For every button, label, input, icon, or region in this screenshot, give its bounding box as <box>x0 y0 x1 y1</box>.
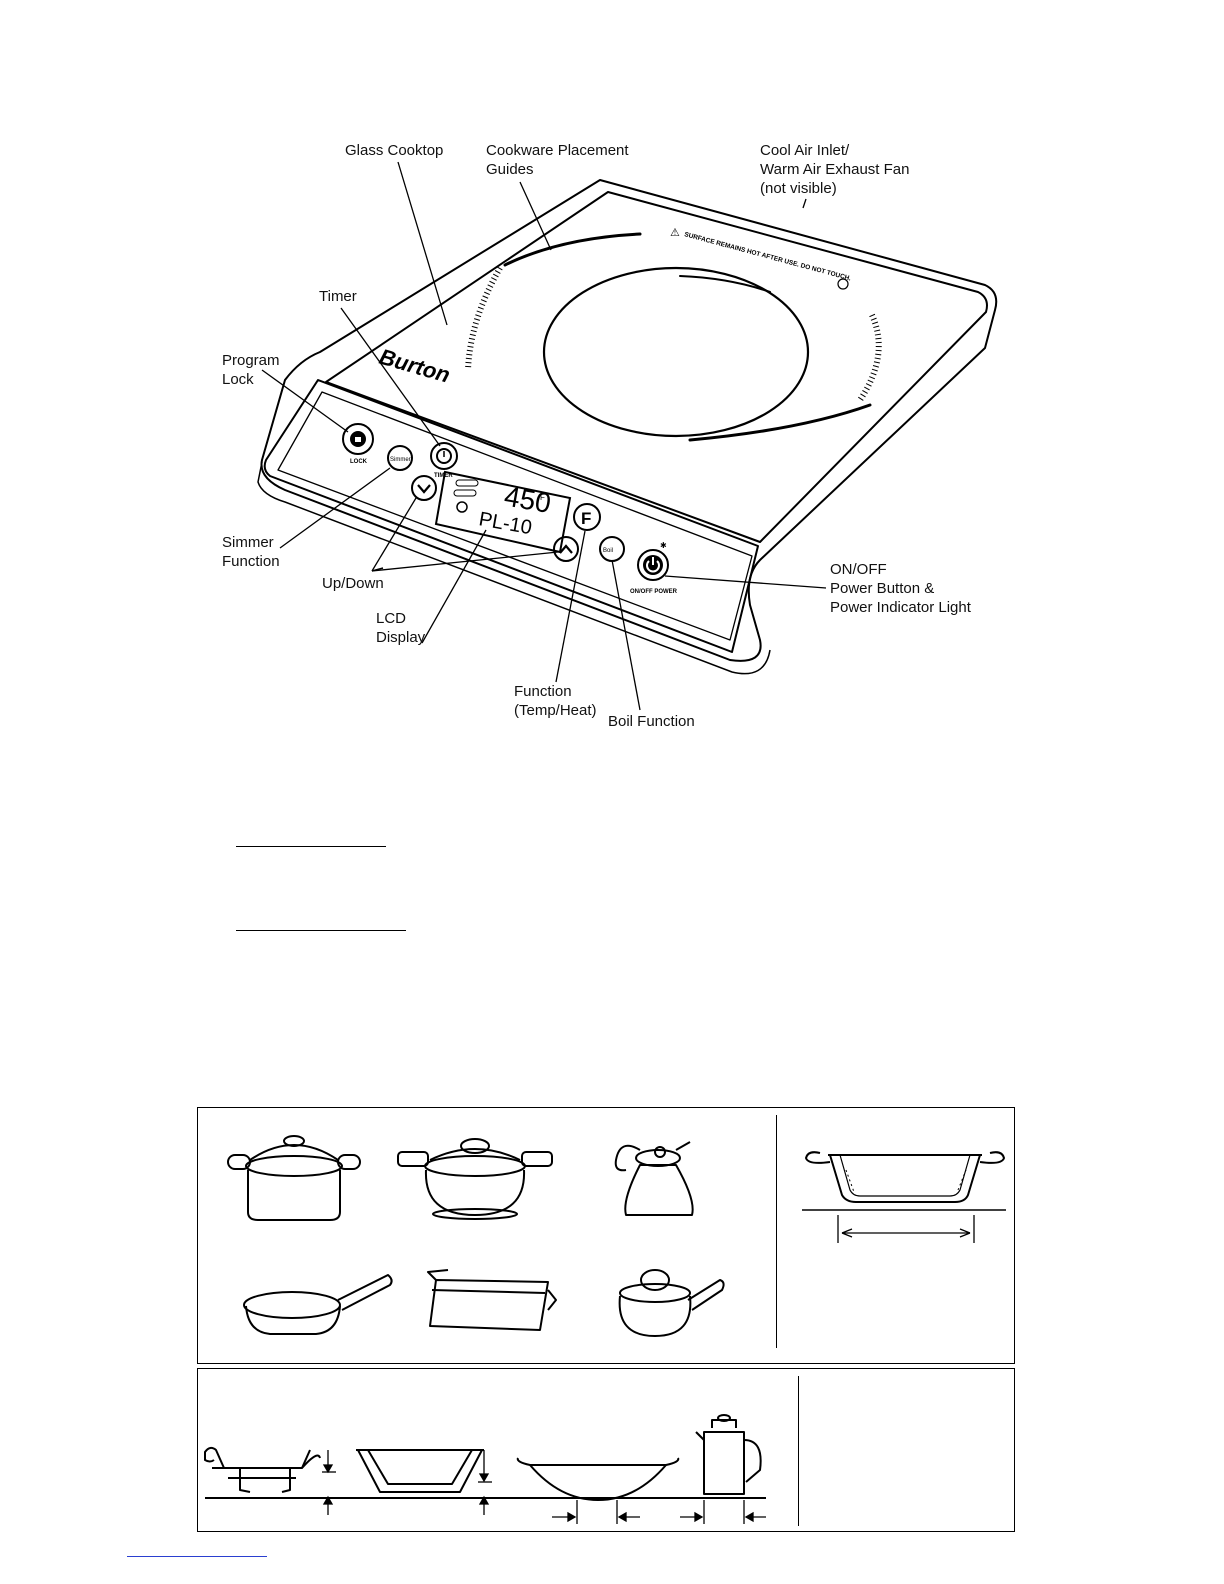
placement-guide-arc <box>503 232 642 267</box>
svg-text:F: F <box>581 509 591 528</box>
heading-rule <box>236 846 386 847</box>
lcd-display: 450 F PL-10 <box>434 470 572 554</box>
lcd-unit: F <box>540 493 545 502</box>
warning-text: SURFACE REMAINS HOT AFTER USE. DO NOT TO… <box>683 231 851 282</box>
callout-boil: Boil Function <box>608 713 695 730</box>
callout-timer: Timer <box>319 288 357 305</box>
heading-rule <box>236 930 406 931</box>
glass-top <box>325 191 988 543</box>
svg-text:⚠: ⚠ <box>670 227 680 239</box>
unsuitable-cookware-panel <box>197 1368 1015 1532</box>
boil-button[interactable]: Boil <box>599 536 625 562</box>
lock-label: LOCK <box>350 459 368 465</box>
callout-air-inlet: Cool Air Inlet/Warm Air Exhaust Fan(not … <box>760 142 910 197</box>
svg-text:Boil: Boil <box>603 548 613 554</box>
svg-text:✱: ✱ <box>660 541 667 550</box>
down-arrow-icon <box>417 484 431 494</box>
cooktop-body <box>260 179 998 662</box>
simmer-button[interactable]: Simmer <box>387 445 413 471</box>
function-button[interactable]: F <box>573 503 601 531</box>
timer-icon <box>436 448 452 464</box>
power-button[interactable]: ✱ ON/OFF POWER <box>630 541 678 595</box>
up-button[interactable] <box>553 536 579 562</box>
brand-logo: Burton <box>377 344 453 388</box>
lock-button[interactable]: LOCK <box>342 423 374 465</box>
suitable-cookware-panel <box>197 1107 1015 1364</box>
induction-cooktop-diagram: SURFACE REMAINS HOT AFTER USE. DO NOT TO… <box>257 161 998 711</box>
svg-text:Simmer: Simmer <box>390 457 411 463</box>
up-arrow-icon <box>559 544 573 554</box>
cooking-zone-ring <box>542 266 810 438</box>
footer-link[interactable] <box>127 1556 267 1557</box>
callout-up-down: Up/Down <box>322 575 384 592</box>
down-button[interactable] <box>411 475 437 501</box>
placement-guide-arc <box>688 403 872 442</box>
callout-glass-cooktop: Glass Cooktop <box>345 142 444 159</box>
callout-function: Function(Temp/Heat) <box>514 683 597 719</box>
control-panel <box>263 379 759 653</box>
power-label: ON/OFF POWER <box>630 589 678 595</box>
